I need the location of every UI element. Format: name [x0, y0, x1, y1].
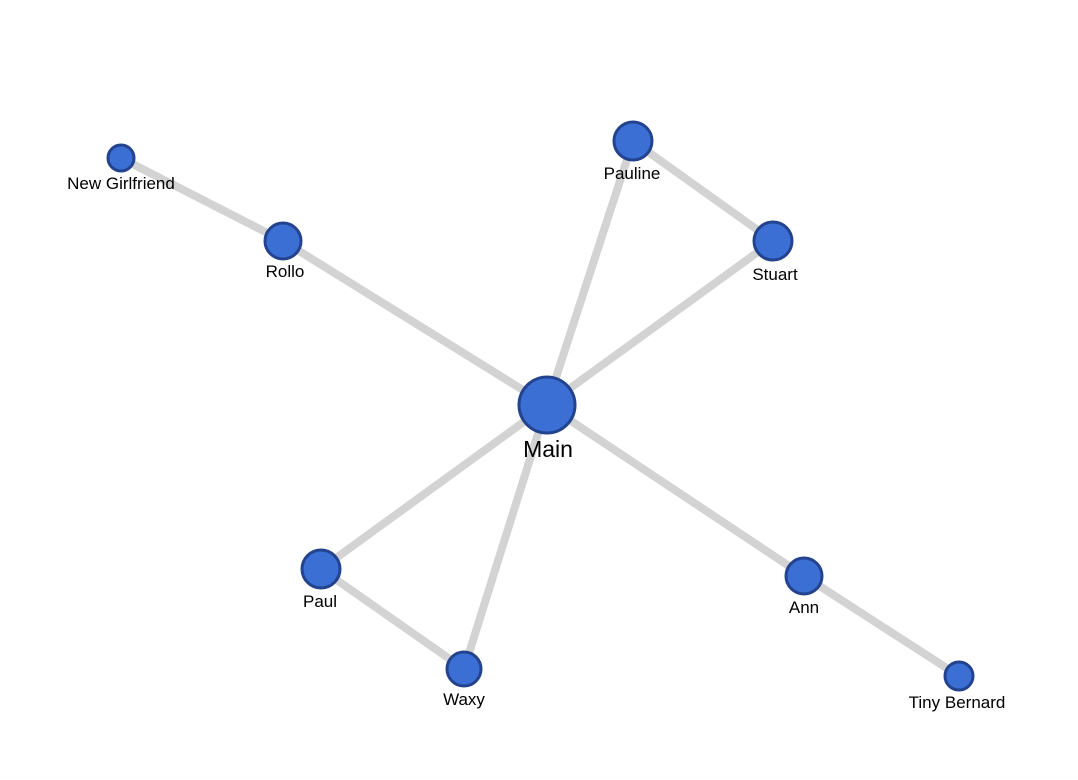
graph-node-waxy[interactable] [445, 650, 483, 688]
graph-edge[interactable] [119, 154, 285, 245]
graph-edge[interactable] [801, 572, 962, 680]
graph-node-rollo[interactable] [263, 221, 303, 261]
graph-node-label-pauline: Pauline [604, 164, 661, 183]
graph-edge[interactable] [544, 401, 807, 580]
graph-node-label-stuart: Stuart [752, 265, 798, 284]
graph-node-pauline[interactable] [612, 120, 654, 162]
graph-node-label-paul: Paul [303, 592, 337, 611]
graph-node-label-waxy: Waxy [443, 690, 485, 709]
bottom-divider [0, 777, 1078, 778]
graph-edge[interactable] [318, 401, 550, 573]
graph-node-main[interactable] [517, 375, 577, 435]
edges-layer [119, 137, 962, 680]
graph-node-label-main: Main [523, 436, 573, 462]
graph-edge[interactable] [460, 403, 551, 671]
nodes-layer [106, 120, 975, 692]
graph-edge[interactable] [544, 237, 776, 409]
graph-edge[interactable] [280, 237, 550, 409]
graph-node-ann[interactable] [784, 556, 824, 596]
graph-node-label-tiny-bernard: Tiny Bernard [909, 693, 1006, 712]
graph-node-new-girlfriend[interactable] [106, 143, 136, 173]
graph-node-tiny-bernard[interactable] [943, 660, 975, 692]
graph-node-label-ann: Ann [789, 598, 819, 617]
graph-node-label-new-girlfriend: New Girlfriend [67, 174, 175, 193]
graph-edge[interactable] [318, 565, 467, 673]
graph-edge[interactable] [543, 139, 637, 407]
graph-node-paul[interactable] [300, 548, 342, 590]
graph-node-stuart[interactable] [752, 220, 794, 262]
graph-edge[interactable] [630, 137, 776, 245]
graph-node-label-rollo: Rollo [266, 262, 305, 281]
